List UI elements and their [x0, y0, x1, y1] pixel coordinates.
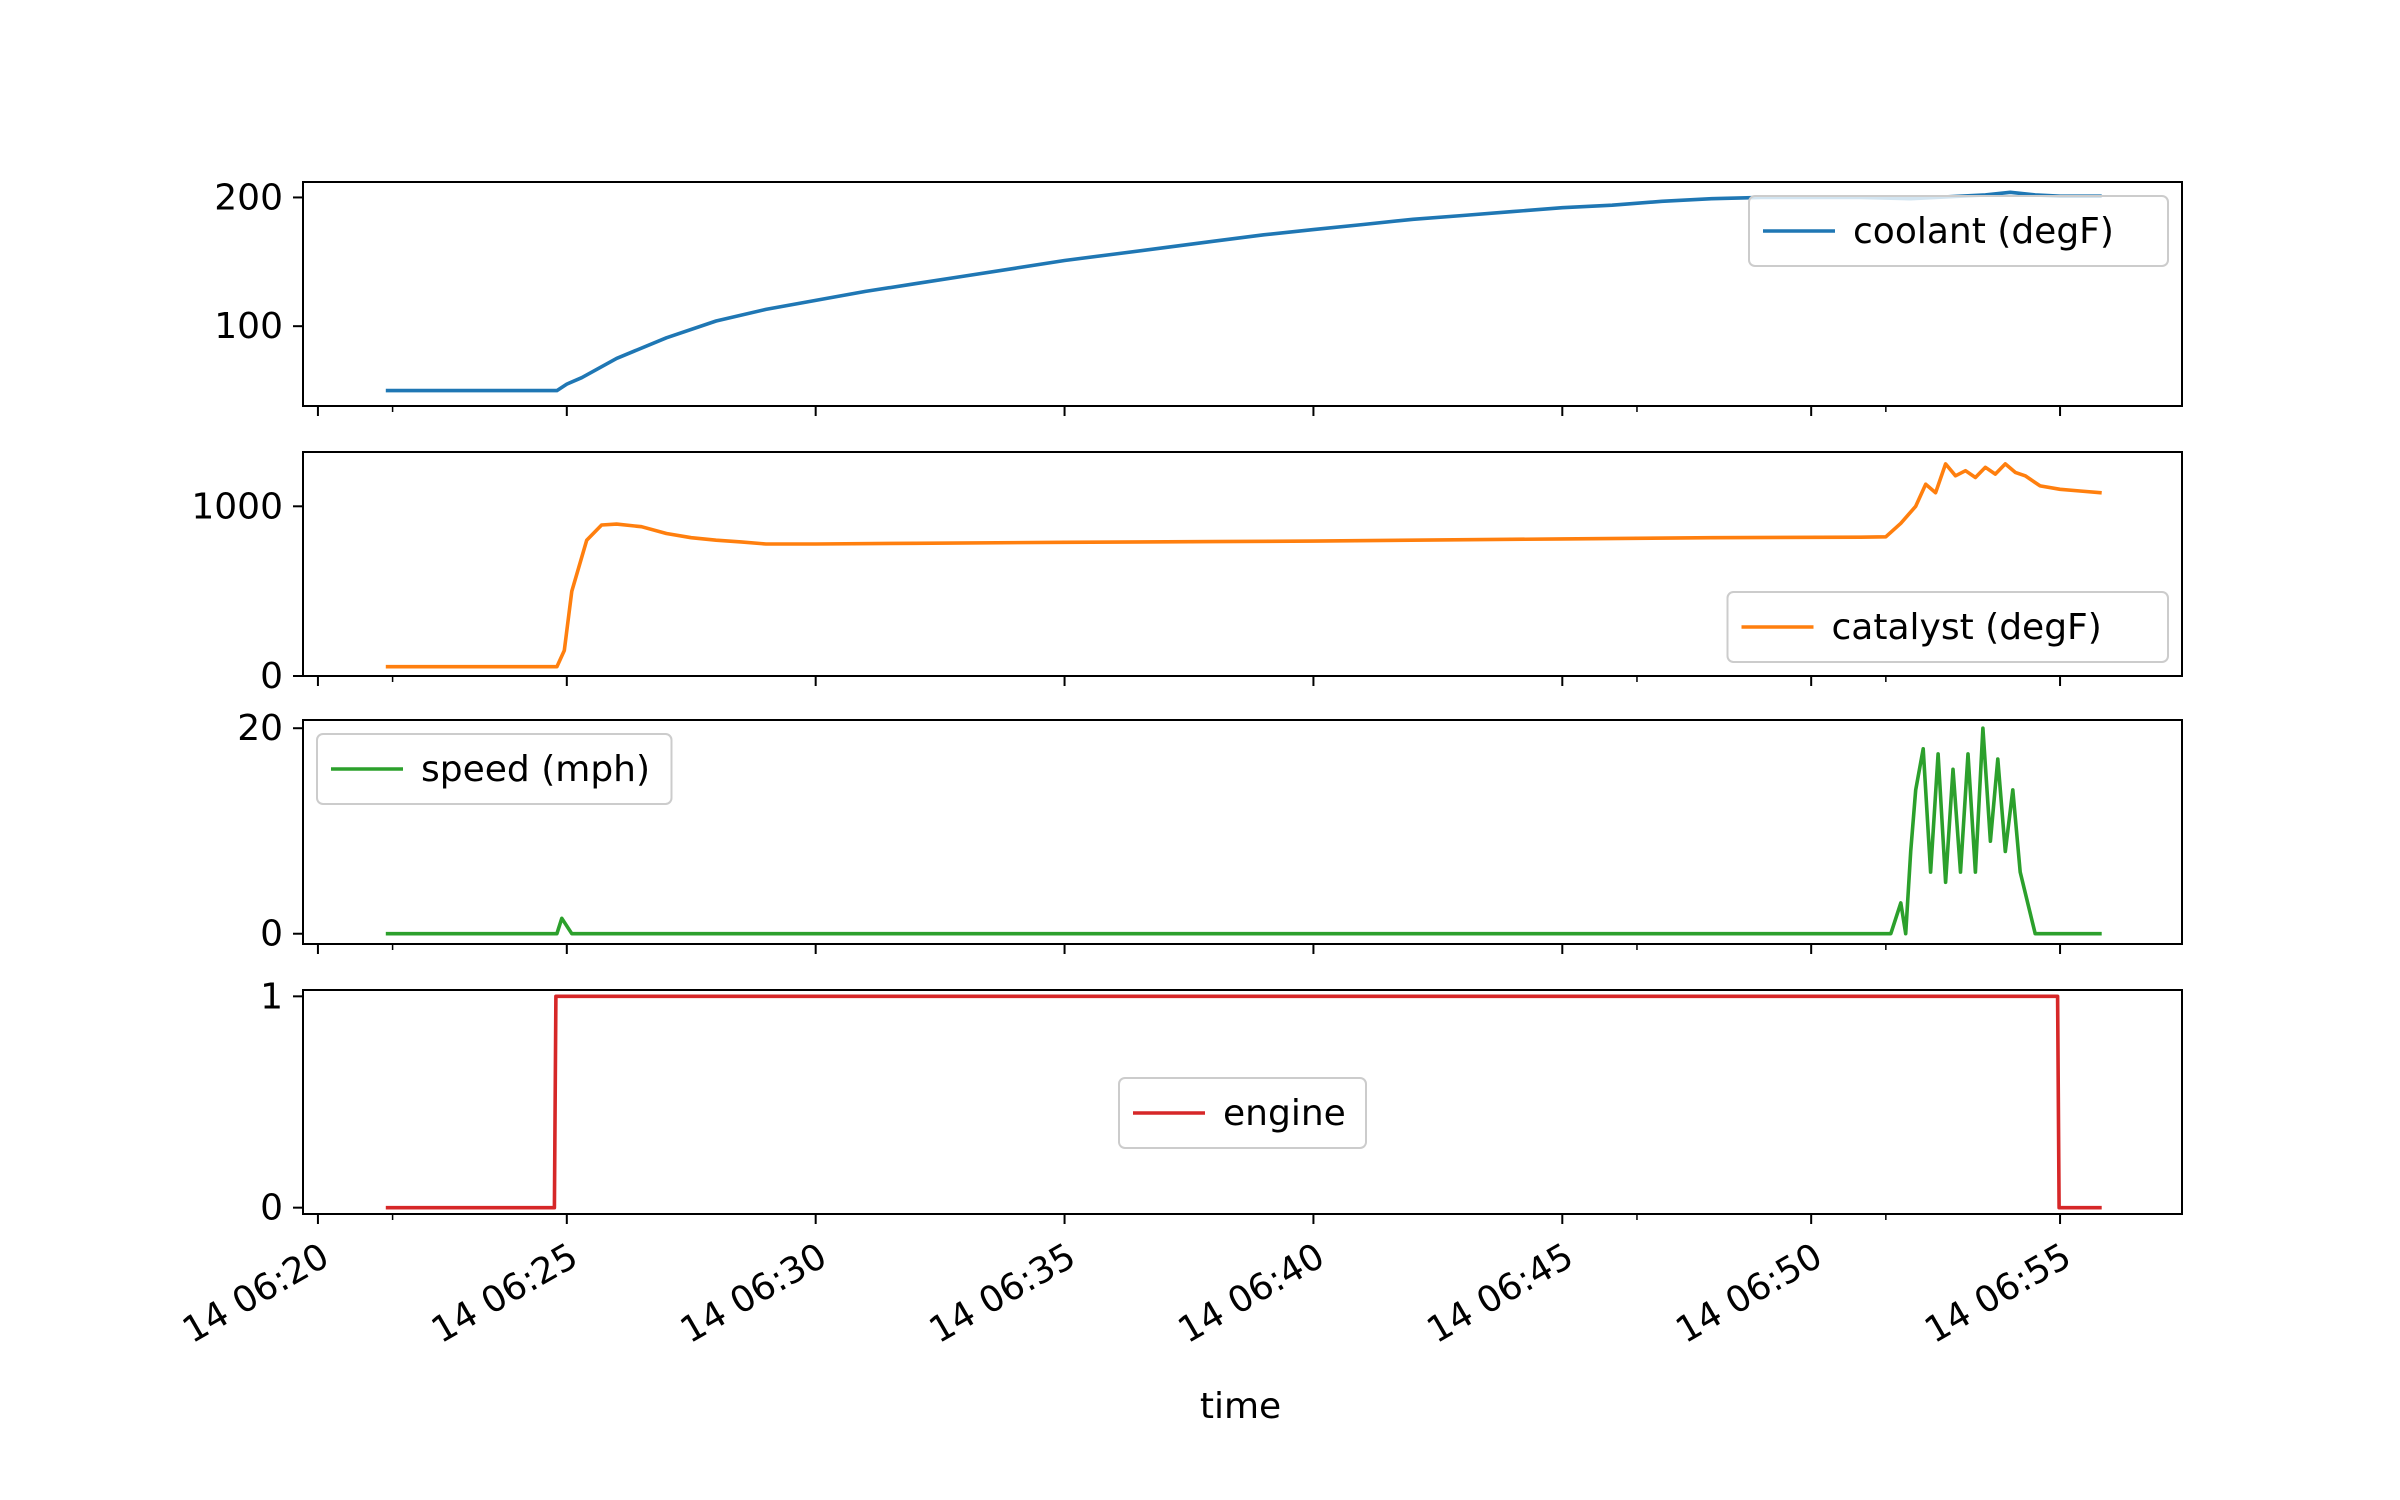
axes-frame-1: [302, 181, 2183, 407]
legend-4: engine: [1118, 1077, 1367, 1149]
x-tick-label: 14 06:30: [674, 1236, 834, 1352]
axes-frame-3: [302, 719, 2183, 945]
panel-2: 0 1000 catalyst (degF): [191, 451, 2183, 697]
panel-4: 0 1 engine: [260, 976, 2183, 1229]
legend-label: catalyst (degF): [1832, 607, 2102, 648]
legend-box: [1726, 591, 2169, 663]
x-axis-title: time: [1200, 1386, 1281, 1427]
legend-label: coolant (degF): [1853, 211, 2114, 252]
series-line-2: [385, 462, 2102, 669]
series-line-4: [385, 994, 2102, 1210]
y-tick-label: 20: [237, 708, 283, 749]
legend-3: speed (mph): [316, 733, 673, 805]
legend-label: speed (mph): [421, 749, 650, 790]
x-tick-label: 14 06:50: [1669, 1236, 1829, 1352]
y-tick-label: 200: [214, 177, 283, 218]
panel-1: 100 200 coolant (degF): [214, 177, 2183, 416]
y-tick-label: 0: [260, 656, 283, 697]
x-tick-label: 14 06:20: [176, 1236, 336, 1352]
legend-box: [316, 733, 673, 805]
x-tick-label: 14 06:35: [923, 1236, 1083, 1352]
legend-box: [1118, 1077, 1367, 1149]
y-tick-label: 100: [214, 306, 283, 347]
y-tick-label: 1: [260, 976, 283, 1017]
y-tick-label: 1000: [191, 486, 283, 527]
panel-3: 0 20 speed (mph): [237, 708, 2183, 955]
x-tick-label: 14 06:55: [1918, 1236, 2078, 1352]
axes-frame-4: [302, 989, 2183, 1215]
legend-1: coolant (degF): [1748, 195, 2169, 267]
legend-box: [1748, 195, 2169, 267]
x-tick-label: 14 06:25: [425, 1236, 585, 1352]
series-line-3: [385, 726, 2102, 936]
legend-2: catalyst (degF): [1726, 591, 2169, 663]
y-tick-label: 0: [260, 914, 283, 955]
x-tick-label: 14 06:45: [1420, 1236, 1580, 1352]
y-tick-label: 0: [260, 1188, 283, 1229]
legend-label: engine: [1223, 1093, 1346, 1134]
axes-frame-2: [302, 451, 2183, 677]
x-tick-label: 14 06:40: [1171, 1236, 1331, 1352]
